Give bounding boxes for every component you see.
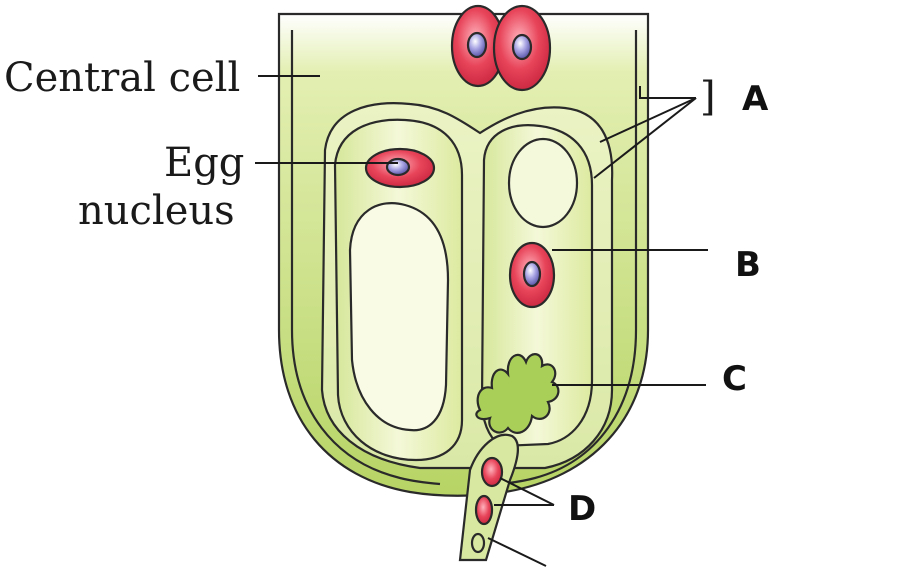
leader-tube [487,537,547,567]
filiform-apparatus [475,353,560,434]
egg-vacuole [348,202,450,432]
label-egg: Egg [164,140,244,186]
label-a-bracket: ] [700,74,716,120]
integument-left [290,30,441,486]
leader-a-2 [593,97,697,179]
egg-nucleolus [385,157,411,177]
label-nucleus: nucleus [78,188,235,234]
male-gamete-1 [480,456,504,488]
leader-a-bracket [639,86,696,99]
synergid-vacuole [507,137,579,229]
leader-d-1 [499,477,555,506]
label-b: B [735,245,761,285]
label-c: C [722,359,747,399]
label-central-cell: Central cell [4,55,240,101]
tube-nucleus [470,532,486,554]
label-d: D [568,489,596,529]
polar-nucleus-1-nucleolus [466,31,488,59]
polar-nucleus-2-nucleolus [511,33,533,61]
label-a: A [742,79,769,119]
male-gamete-2 [474,494,494,526]
synergid-nucleolus [522,260,542,288]
leader-a-1 [599,97,697,143]
integument-right [499,30,638,486]
